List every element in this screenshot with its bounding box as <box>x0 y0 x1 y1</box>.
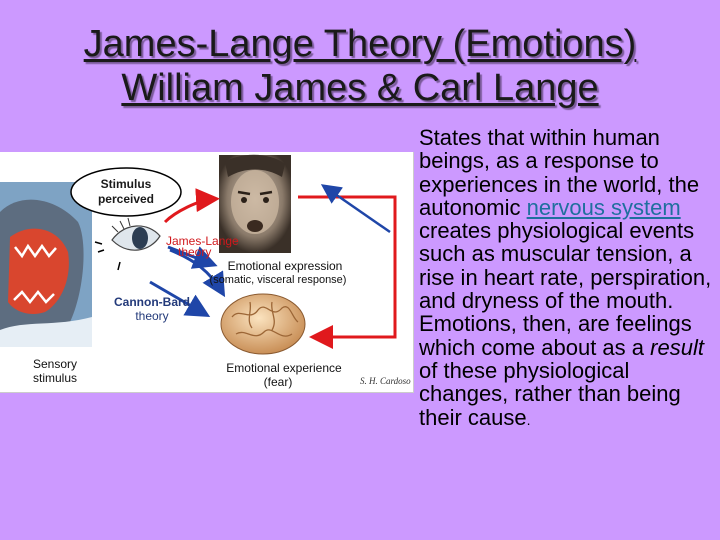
eye-icon <box>111 217 161 251</box>
experience-detail-label: (fear) <box>264 375 293 389</box>
slide-title: James-Lange Theory (Emotions) William Ja… <box>0 22 720 110</box>
cannon-bard-arrow <box>149 280 211 318</box>
description-end-mark: . <box>526 411 531 428</box>
stimulus-label-2: perceived <box>98 192 154 206</box>
cannon-bard-label-2: theory <box>135 309 168 323</box>
stimulus-label-1: Stimulus <box>101 177 152 191</box>
cannon-bard-label-1: Cannon-Bard <box>114 295 190 309</box>
description-part-1: States that within human beings, as a re… <box>419 125 700 220</box>
description-text: States that within human beings, as a re… <box>419 126 719 432</box>
stimulus-to-face-arrow <box>167 245 218 269</box>
author-signature: S. H. Cardoso <box>360 376 411 386</box>
emotion-theory-diagram: Stimulus perceived <box>0 152 414 393</box>
james-lange-label-1: James-Lange <box>166 234 239 248</box>
expression-to-experience-arrow <box>298 195 397 349</box>
diagram-svg: Stimulus perceived <box>0 154 411 389</box>
stimulus-bubble <box>70 167 182 217</box>
perception-marks <box>94 241 121 271</box>
description-part-2: creates physiological events such as mus… <box>419 218 712 360</box>
sensory-label-2: stimulus <box>33 371 77 385</box>
stimulus-to-expression-arrow <box>163 188 220 224</box>
emotional-expression-label: Emotional expression <box>228 259 343 273</box>
james-lange-label-2: theory <box>178 245 211 259</box>
brain-illustration <box>220 293 306 355</box>
description-part-3: of these physiological changes, rather t… <box>419 357 681 430</box>
title-line-2: William James & Carl Lange <box>121 67 599 109</box>
experience-to-expression-arrow <box>320 184 391 234</box>
nervous-system-link[interactable]: nervous system <box>526 194 681 220</box>
result-emphasis: result <box>650 334 704 360</box>
sensory-label-1: Sensory <box>33 357 77 371</box>
emotional-experience-label: Emotional experience <box>226 361 342 375</box>
shark-illustration <box>0 182 92 347</box>
face-photo <box>219 154 291 253</box>
title-line-1: James-Lange Theory (Emotions) <box>83 23 637 65</box>
expression-detail-label: (somatic, visceral response) <box>210 274 347 286</box>
